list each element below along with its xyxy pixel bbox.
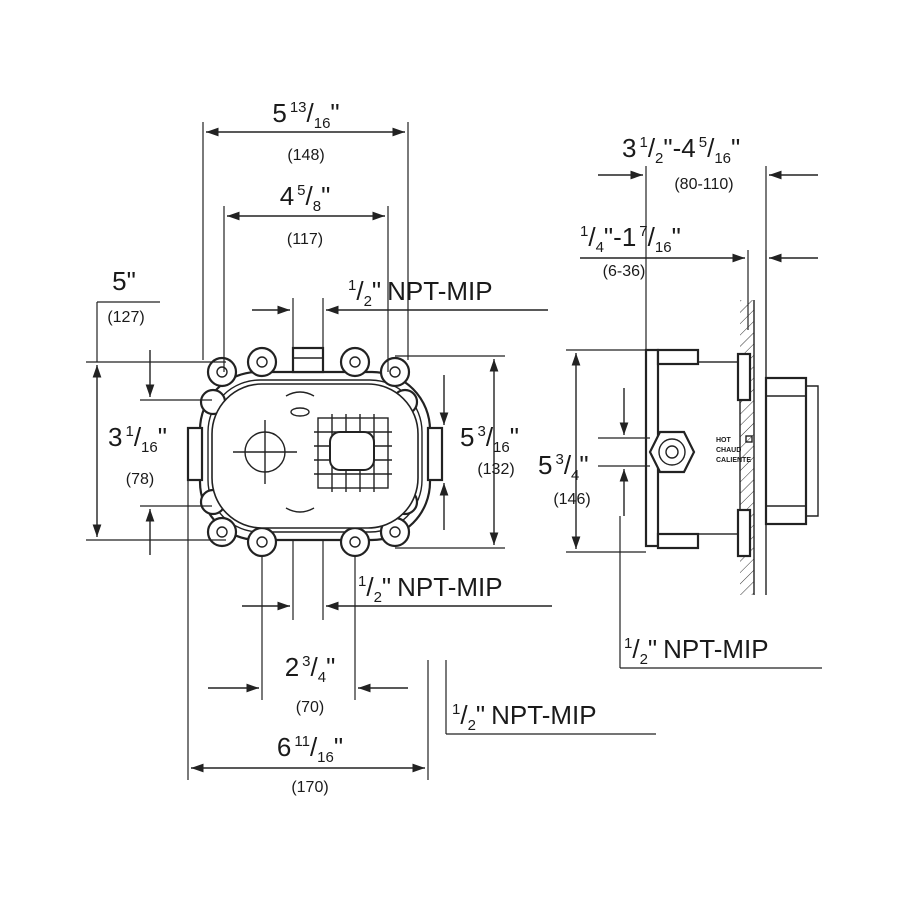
svg-text:53/16": 53/16" xyxy=(460,422,519,456)
dim-side-depth-mm: (80-110) xyxy=(674,176,733,193)
side-inlet-nut xyxy=(648,430,696,474)
dim-side-wall-mm: (6-36) xyxy=(603,263,646,280)
svg-text:1/4"-17/16": 1/4"-17/16" xyxy=(580,222,681,256)
callout-side-view-npt: 1/2"NPT-MIP xyxy=(619,516,822,669)
svg-text:513/16": 513/16" xyxy=(272,98,339,132)
dim-side-height-mm: (146) xyxy=(553,491,590,508)
dim-right-height-mm: (132) xyxy=(477,461,514,478)
callout-bottom-npt: 1/2"NPT-MIP xyxy=(242,540,552,620)
callout-side-npt: 1/2"NPT-MIP xyxy=(445,660,656,735)
side-hot-label: HOT CHAUD CALIENTE xyxy=(716,435,753,464)
dim-bottom-overall-mm: (170) xyxy=(291,779,328,796)
front-view: 513/16" (148) 45/8" (117) 1/2"NPT-MIP xyxy=(86,98,656,796)
svg-text:CHAUD: CHAUD xyxy=(716,447,741,454)
svg-text:1/2"NPT-MIP: 1/2"NPT-MIP xyxy=(358,572,503,606)
svg-text:31/2"-45/16": 31/2"-45/16" xyxy=(622,133,740,167)
svg-text:31/16": 31/16" xyxy=(108,422,167,456)
svg-text:HOT: HOT xyxy=(716,437,732,444)
dim-left-inner-mm: (78) xyxy=(126,471,154,488)
svg-text:23/4": 23/4" xyxy=(285,652,336,686)
valve-body xyxy=(186,346,444,558)
svg-text:5": 5" xyxy=(112,266,136,296)
svg-text:1/2"NPT-MIP: 1/2"NPT-MIP xyxy=(348,276,493,310)
dim-bottom-inner-mm: (70) xyxy=(296,699,324,716)
callout-top-npt: 1/2"NPT-MIP xyxy=(252,276,548,348)
dim-left-outer: 5" (127) xyxy=(86,266,226,541)
svg-text:45/8": 45/8" xyxy=(280,181,331,215)
svg-text:1/2"NPT-MIP: 1/2"NPT-MIP xyxy=(452,700,597,734)
svg-text:611/16": 611/16" xyxy=(277,732,343,766)
svg-text:CALIENTE: CALIENTE xyxy=(716,457,751,464)
svg-text:53/4": 53/4" xyxy=(538,450,589,484)
dim-top-inner-mm: (117) xyxy=(287,231,323,248)
dim-left-outer-mm: (127) xyxy=(107,309,144,326)
svg-text:1/2"NPT-MIP: 1/2"NPT-MIP xyxy=(624,634,769,668)
dim-top-overall-mm: (148) xyxy=(287,147,324,164)
